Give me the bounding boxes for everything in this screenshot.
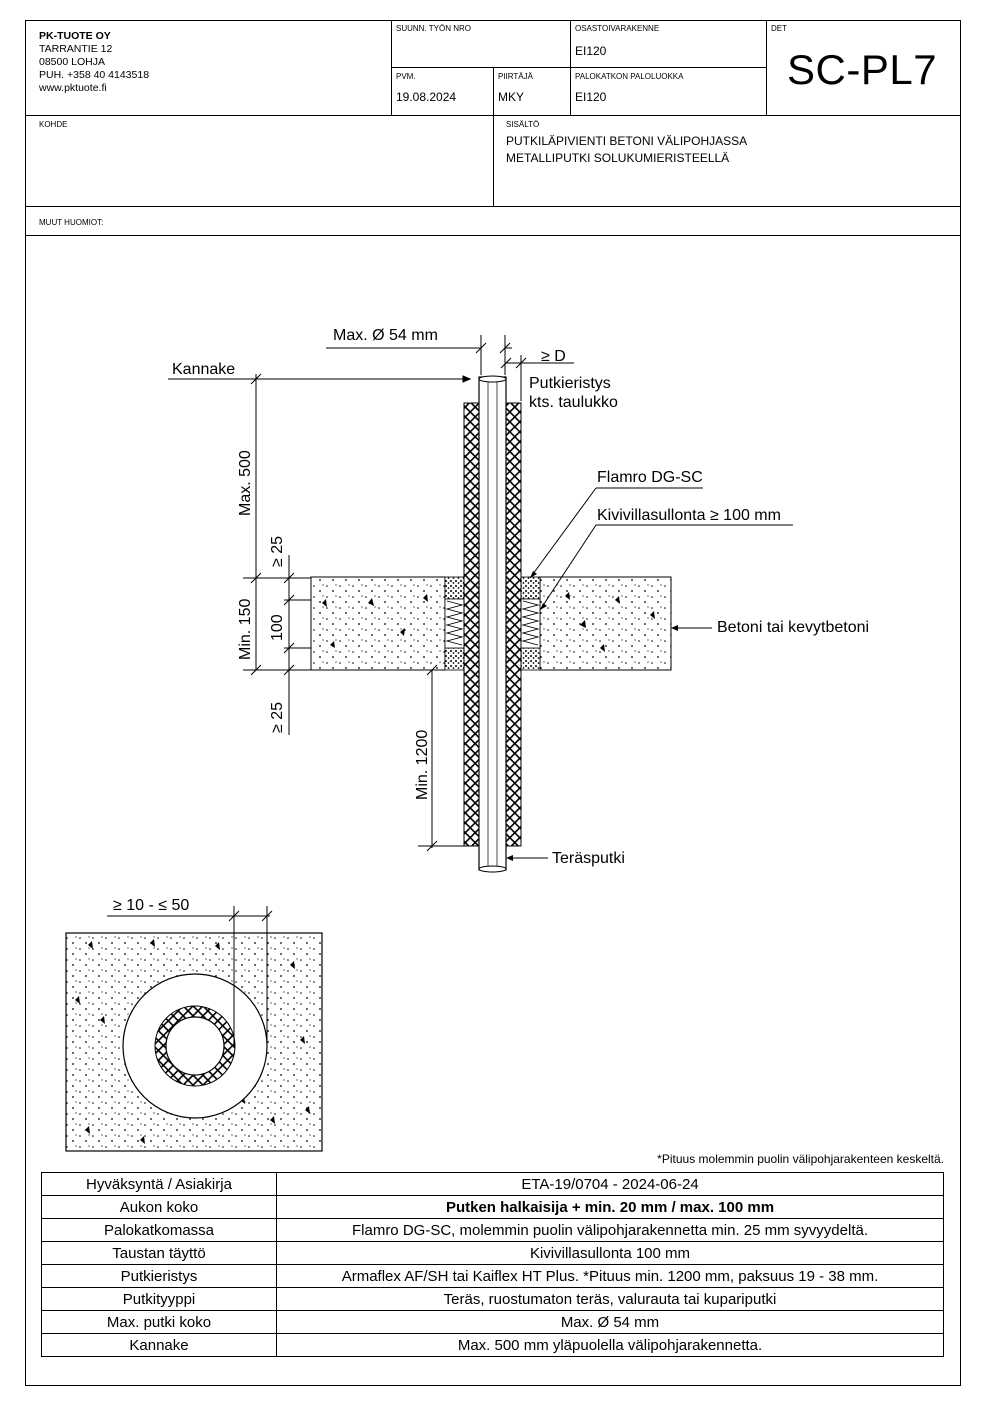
label-100: 100 [269, 614, 286, 641]
label-mineral-wool: Kivivillasullonta ≥ 100 mm [597, 507, 781, 524]
notes-cell: MUUT HUOMIOT: [25, 207, 961, 236]
spec-key: Putkieristys [41, 1264, 277, 1288]
date-value: 19.08.2024 [396, 90, 457, 104]
target-cell: KOHDE [25, 116, 494, 207]
label-max-diameter: Max. Ø 54 mm [333, 327, 438, 344]
mineral-wool-zigzag-right [521, 600, 540, 646]
flamro-bottom-right [520, 647, 541, 671]
flamro-top-left [444, 576, 465, 600]
label-flamro: Flamro DG-SC [597, 469, 703, 486]
spec-value: Kivivillasullonta 100 mm [276, 1241, 944, 1265]
spec-value: ETA-19/0704 - 2024-06-24 [276, 1172, 944, 1196]
spec-value: Armaflex AF/SH tai Kaiflex HT Plus. *Pit… [276, 1264, 944, 1288]
drawing-frame [25, 20, 961, 1386]
label-kannake: Kannake [172, 361, 235, 378]
company-street: TARRANTIE 12 [39, 43, 113, 55]
mineral-wool-zigzag-left [445, 600, 464, 646]
spec-value: Teräs, ruostumaton teräs, valurauta tai … [276, 1287, 944, 1311]
work-no-cell: SUUNN. TYÖN NRO [392, 20, 571, 68]
label-ge-d: ≥ D [541, 348, 566, 365]
content-line-1: PUTKILÄPIVIENTI BETONI VÄLIPOHJASSA [506, 134, 748, 148]
company-web: www.pktuote.fi [39, 82, 107, 94]
label-insulation-1: Putkieristys [529, 375, 611, 392]
label-concrete: Betoni tai kevytbetoni [717, 619, 869, 636]
det-cell: DET SC-PL7 [767, 20, 961, 116]
content-label: SISÄLTÖ [506, 120, 540, 129]
label-insulation-2: kts. taulukko [529, 394, 618, 411]
spec-key: Kannake [41, 1333, 277, 1357]
det-label: DET [771, 24, 787, 33]
fire-class-label: PALOKATKON PALOLUOKKA [575, 72, 684, 81]
spec-value: Max. 500 mm yläpuolella välipohjarakenne… [276, 1333, 944, 1357]
company-city: 08500 LOHJA [39, 56, 105, 68]
company-cell: PK-TUOTE OY TARRANTIE 12 08500 LOHJA PUH… [25, 20, 392, 116]
date-cell: PVM. 19.08.2024 [392, 68, 494, 116]
label-gap: ≥ 10 - ≤ 50 [113, 897, 189, 914]
target-label: KOHDE [39, 120, 68, 129]
flamro-bottom-left [444, 647, 465, 671]
spec-key: Aukon koko [41, 1195, 277, 1219]
label-steel-pipe: Teräsputki [552, 850, 625, 867]
spec-key: Taustan täyttö [41, 1241, 277, 1265]
steel-pipe [478, 376, 507, 871]
spec-value: Max. Ø 54 mm [276, 1310, 944, 1334]
spec-value: Flamro DG-SC, molemmin puolin välipohjar… [276, 1218, 944, 1242]
label-ge25-bottom: ≥ 25 [269, 702, 286, 733]
spec-key: Max. putki koko [41, 1310, 277, 1334]
work-no-label: SUUNN. TYÖN NRO [396, 24, 471, 33]
footnote: *Pituus molemmin puolin välipohjarakente… [657, 1152, 944, 1166]
content-cell: SISÄLTÖ PUTKILÄPIVIENTI BETONI VÄLIPOHJA… [494, 116, 961, 207]
fire-class-value: EI120 [575, 90, 607, 104]
spec-key: Hyväksyntä / Asiakirja [41, 1172, 277, 1196]
structure-value: EI120 [575, 44, 607, 58]
label-ge25-top: ≥ 25 [269, 536, 286, 567]
concrete-slab-right [539, 576, 672, 671]
drawer-cell: PIIRTÄJÄ MKY [494, 68, 571, 116]
drawer-label: PIIRTÄJÄ [498, 72, 533, 81]
det-value: SC-PL7 [787, 46, 938, 93]
notes-label: MUUT HUOMIOT: [39, 218, 104, 227]
spec-key: Palokatkomassa [41, 1218, 277, 1242]
pipe-insulation-right [505, 402, 522, 847]
company-phone: PUH. +358 40 4143518 [39, 69, 150, 81]
fire-class-cell: PALOKATKON PALOLUOKKA EI120 [571, 68, 767, 116]
label-max500: Max. 500 [237, 450, 254, 516]
label-min1200: Min. 1200 [414, 730, 431, 800]
label-min150: Min. 150 [237, 599, 254, 660]
pipe-insulation-left [463, 402, 480, 847]
content-line-2: METALLIPUTKI SOLUKUMIERISTEELLÄ [506, 151, 730, 165]
structure-label: OSASTOIVARAKENNE [575, 24, 660, 33]
structure-cell: OSASTOIVARAKENNE EI120 [571, 20, 767, 68]
drawer-value: MKY [498, 90, 525, 104]
spec-value: Putken halkaisija + min. 20 mm / max. 10… [276, 1195, 944, 1219]
concrete-slab-left [310, 576, 446, 671]
spec-key: Putkityyppi [41, 1287, 277, 1311]
flamro-top-right [520, 576, 541, 600]
plan-pipe [165, 1016, 225, 1076]
company-name: PK-TUOTE OY [39, 30, 111, 42]
date-label: PVM. [396, 72, 416, 81]
